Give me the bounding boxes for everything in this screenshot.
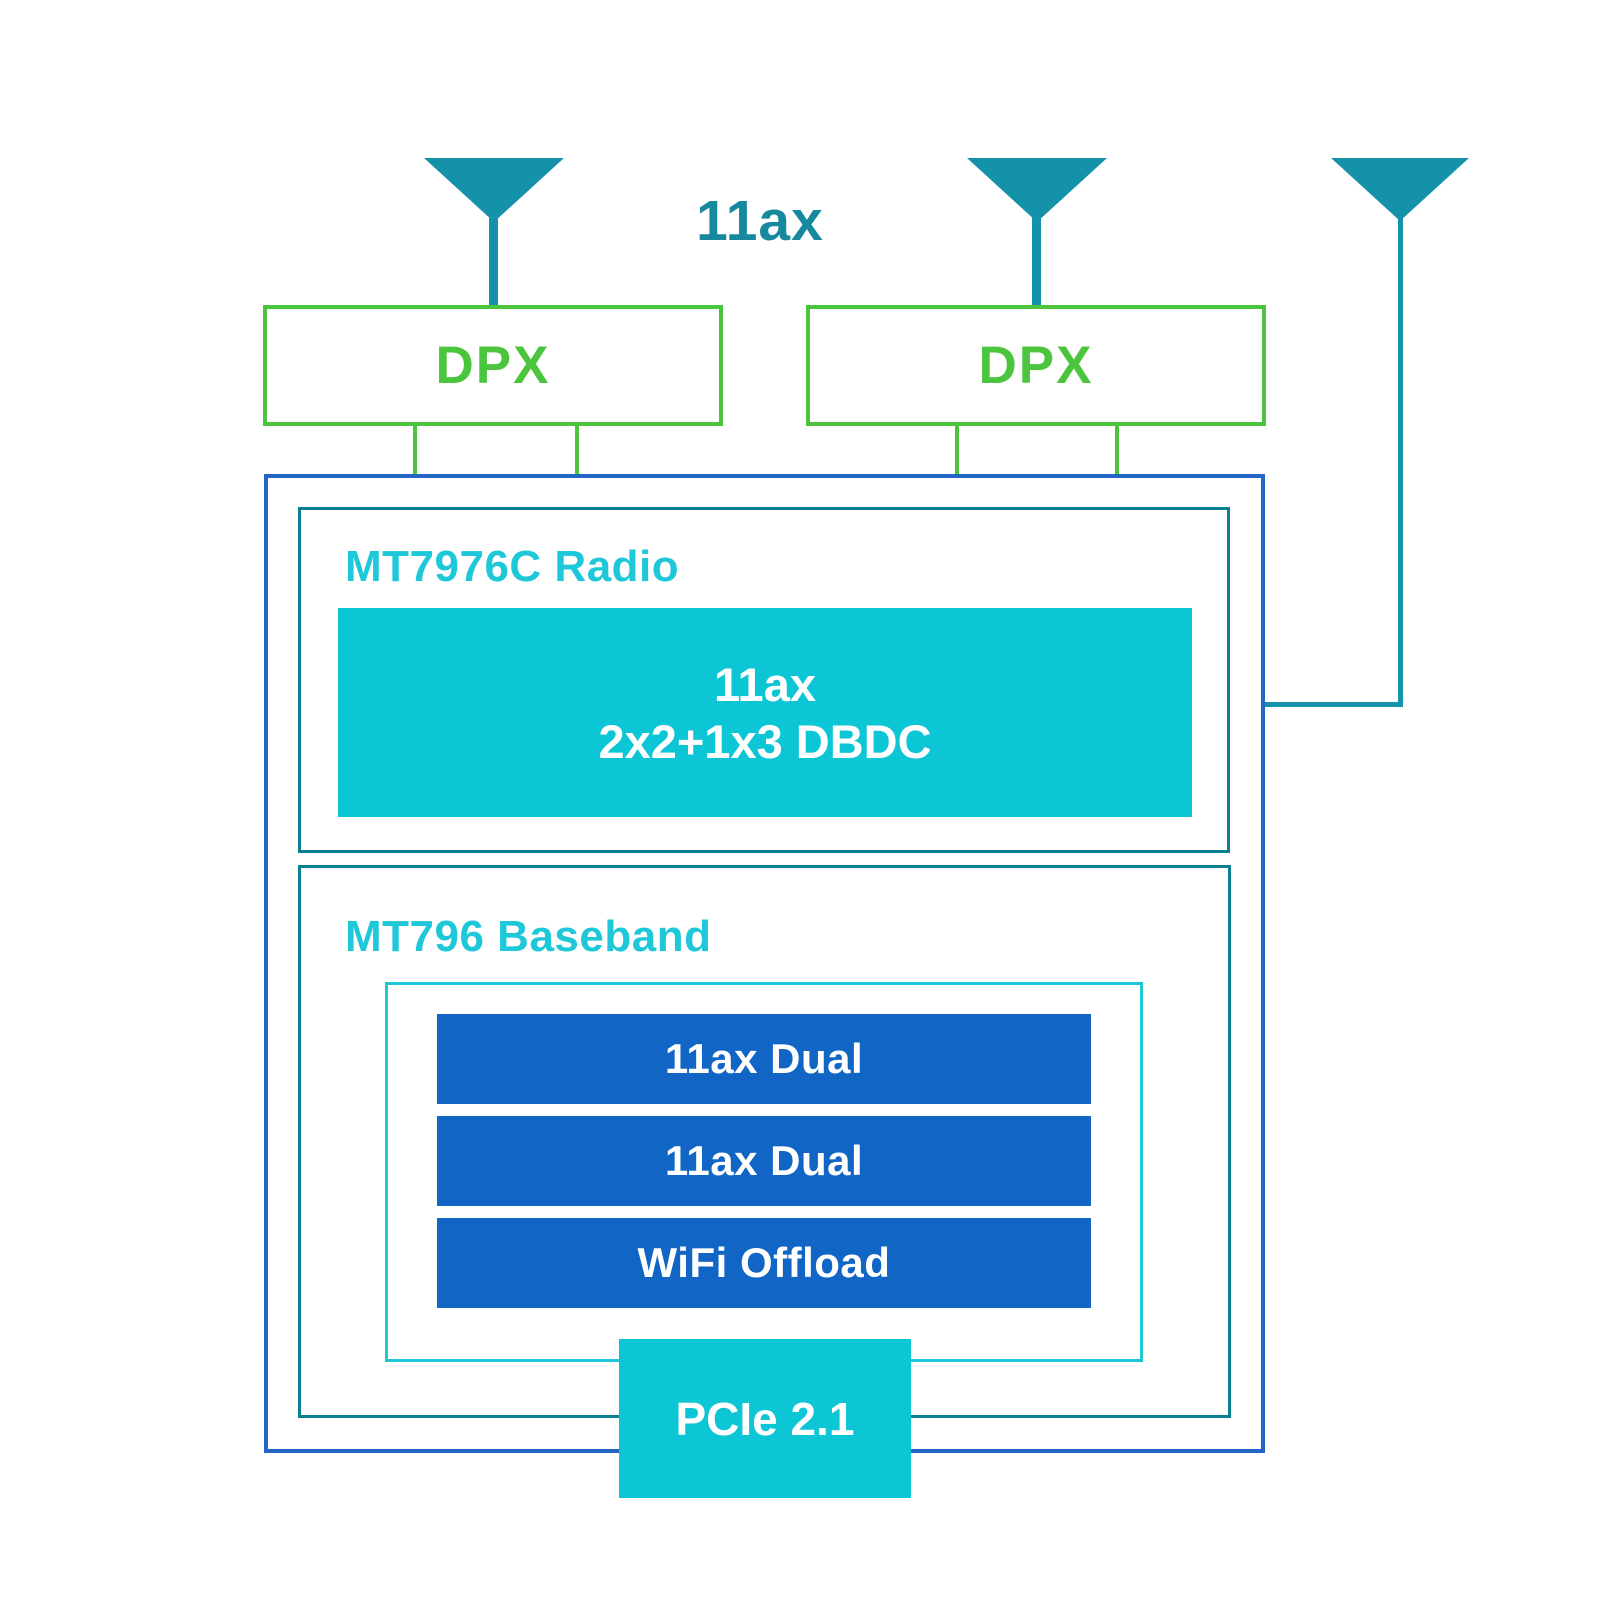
dbdc-block: 11ax 2x2+1x3 DBDC [338, 608, 1192, 817]
dbdc-block-line1: 11ax [714, 657, 816, 711]
baseband-bar-label: 11ax Dual [664, 1035, 864, 1082]
baseband-bar-label: 11ax Dual [664, 1137, 864, 1184]
dpx-box-2: DPX [806, 305, 1266, 426]
standard-label-11ax: 11ax [696, 189, 824, 253]
antenna-mast [1032, 218, 1041, 308]
antenna-mast [489, 218, 498, 308]
dpx1-connector-left [413, 424, 417, 476]
dpx-box-1: DPX [263, 305, 723, 426]
baseband-bar: 11ax Dual [437, 1116, 1091, 1206]
antenna-icon [967, 158, 1107, 222]
baseband-bar-label: WiFi Offload [637, 1239, 891, 1286]
dpx2-connector-left [955, 424, 959, 476]
dpx-label: DPX [435, 336, 551, 395]
antenna-icon [1331, 158, 1469, 221]
baseband-bar: WiFi Offload [437, 1218, 1091, 1308]
dpx2-connector-right [1115, 424, 1119, 476]
antenna-icon [424, 158, 564, 222]
antenna-connector-horizontal [1264, 702, 1403, 707]
dbdc-block-line2: 2x2+1x3 DBDC [598, 714, 932, 768]
dpx1-connector-right [575, 424, 579, 476]
radio-section-title: MT7976C Radio [345, 542, 680, 591]
baseband-bar: 11ax Dual [437, 1014, 1091, 1104]
pcie-label: PCIe 2.1 [675, 1392, 855, 1445]
pcie-block: PCIe 2.1 [619, 1339, 911, 1498]
dpx-label: DPX [978, 336, 1094, 395]
baseband-section-title: MT796 Baseband [345, 912, 712, 961]
antenna-connector-vertical [1398, 218, 1403, 707]
